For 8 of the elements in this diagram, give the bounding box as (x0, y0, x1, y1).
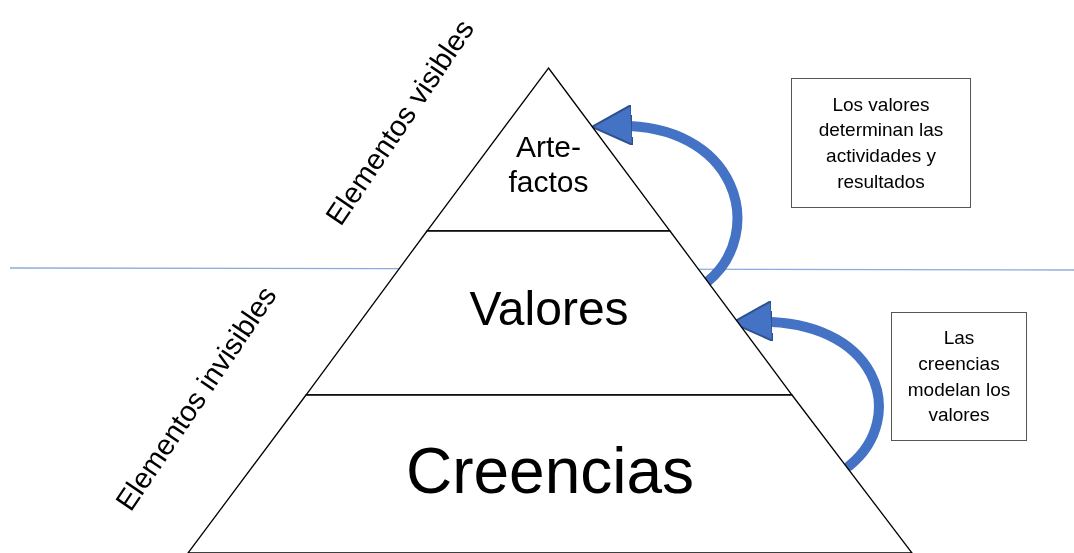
layer-label: Arte- factos (507, 130, 590, 199)
layer-label: Valores (468, 281, 630, 337)
curved-arrow (591, 105, 743, 287)
note-box (791, 78, 971, 208)
note-text: Los valores determinan las actividades y resultados (817, 92, 945, 194)
layer-label: Creencias (404, 435, 696, 509)
note-text: Las creencias modelan los valores (906, 326, 1012, 428)
note-box (891, 312, 1027, 441)
